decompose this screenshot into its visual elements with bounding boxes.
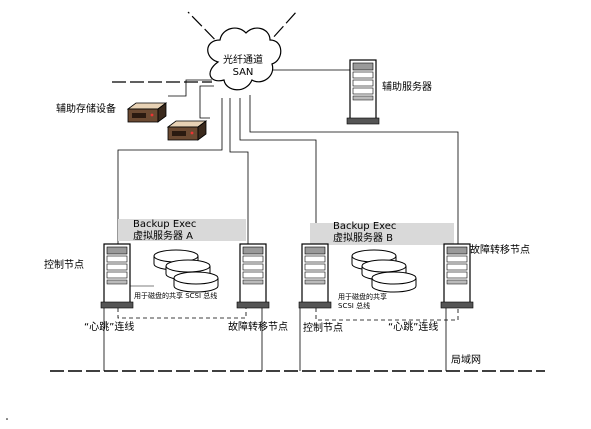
san-label-line1: 光纤通道 [223,55,263,66]
san-to-left-control-line [117,98,223,244]
san-to-right-control-line [239,98,317,244]
san-to-storage-bottom-line [199,85,214,119]
san-to-left-failover-line [229,98,249,244]
virtual-server-b-band [310,223,454,245]
right-heartbeat-label: “心跳”连线 [388,322,439,333]
left-control-node-label: 控制节点 [44,260,84,271]
san-to-storage-top-line [168,79,212,97]
left-heartbeat-line [117,308,247,319]
storage-device-icon-top [127,102,167,123]
left-disk-icon-3 [173,271,219,293]
left-failover-node-label: 故障转移节点 [228,322,288,333]
corner-mark [6,418,8,420]
right-shared-bus-line1: 用于磁盘的共享 [338,293,387,301]
virtual-server-a-label: Backup Exec 虚拟服务器 A [133,219,196,243]
virtual-server-a-band [118,219,246,241]
left-failover-node-server-icon [236,243,270,309]
san-label-line2: SAN [232,67,254,78]
right-control-node-server-icon [298,243,332,309]
san-cloud [207,27,282,91]
right-shared-bus-line2: SCSI 总线 [338,302,371,310]
aux-server-icon [346,59,380,125]
virtual-server-b-line2: 虚拟服务器 B [333,233,394,244]
left-heartbeat-label: “心跳”连线 [84,322,135,333]
right-disk-icon-3 [371,271,417,293]
san-to-right-failover-line [249,95,459,244]
virtual-server-a-line1: Backup Exec [133,219,197,230]
virtual-server-a-line2: 虚拟服务器 A [133,231,194,242]
san-to-aux-server-line [270,69,356,82]
virtual-server-b-label: Backup Exec 虚拟服务器 B [333,221,396,245]
storage-label: 辅助存储设备 [56,104,116,115]
left-control-node-server-icon [100,243,134,309]
right-shared-bus-label: 用于磁盘的共享 SCSI 总线 [338,293,387,311]
left-shared-bus-label: 用于磁盘的共享 SCSI 总线 [134,292,218,300]
right-failover-node-server-icon [440,243,474,309]
right-control-node-label: 控制节点 [303,323,343,334]
right-failover-node-label: 故障转移节点 [470,245,530,256]
aux-server-label: 辅助服务器 [382,82,432,93]
lan-label: 局域网 [451,355,481,366]
virtual-server-b-line1: Backup Exec [333,221,397,232]
storage-device-icon-bottom [167,120,207,141]
san-label: 光纤通道 SAN [218,55,268,79]
